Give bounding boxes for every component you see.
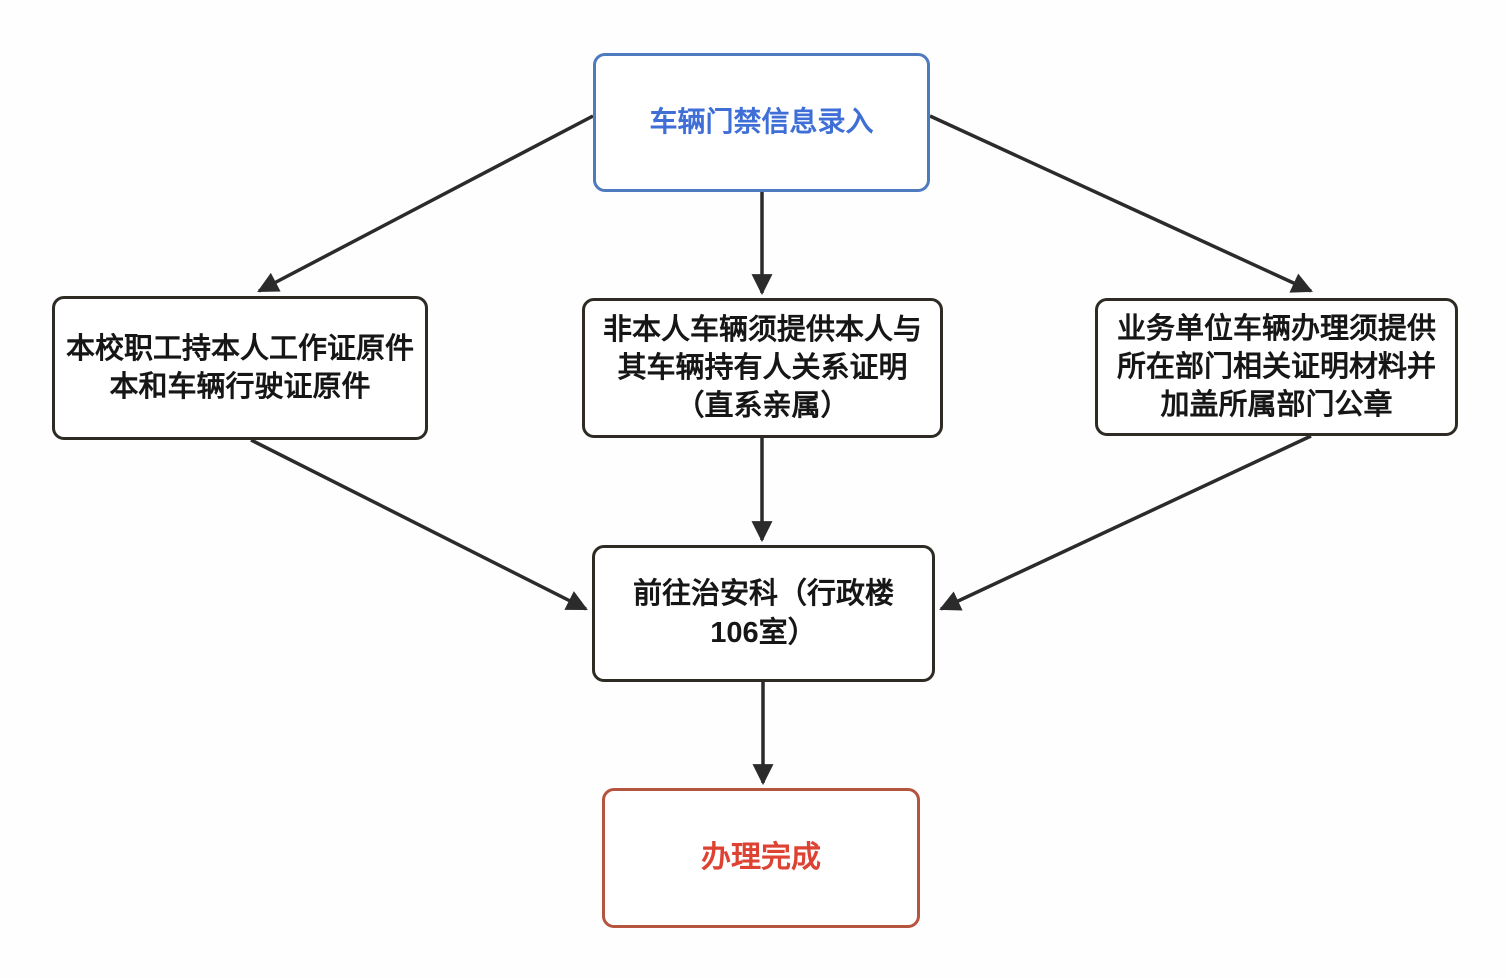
node-staff-requirements: 本校职工持本人工作证原件 本和车辆行驶证原件: [52, 296, 428, 440]
edge-staff-to-office: [250, 438, 588, 611]
node-staff-label: 本校职工持本人工作证原件 本和车辆行驶证原件: [65, 332, 414, 403]
node-start-vehicle-access-entry: 车辆门禁信息录入: [593, 53, 930, 192]
node-process-complete: 办理完成: [602, 788, 920, 928]
node-start-label: 车辆门禁信息录入: [649, 106, 874, 138]
node-business-label: 业务单位车辆办理须提供 所在部门相关证明材料并 加盖所属部门公章: [1116, 312, 1436, 422]
node-non-owner-label: 非本人车辆须提供本人与 其车辆持有人关系证明 （直系亲属）: [602, 313, 922, 423]
node-security-office: 前往治安科（行政楼 106室）: [592, 545, 935, 682]
node-done-label: 办理完成: [701, 841, 821, 875]
node-office-label: 前往治安科（行政楼 106室）: [632, 578, 894, 649]
node-business-unit-requirements: 业务单位车辆办理须提供 所在部门相关证明材料并 加盖所属部门公章: [1095, 298, 1458, 436]
node-non-owner-requirements: 非本人车辆须提供本人与 其车辆持有人关系证明 （直系亲属）: [582, 298, 943, 438]
edge-start-to-business: [929, 114, 1313, 293]
edge-start-to-staff: [257, 114, 594, 293]
edge-business-to-office: [939, 434, 1312, 611]
